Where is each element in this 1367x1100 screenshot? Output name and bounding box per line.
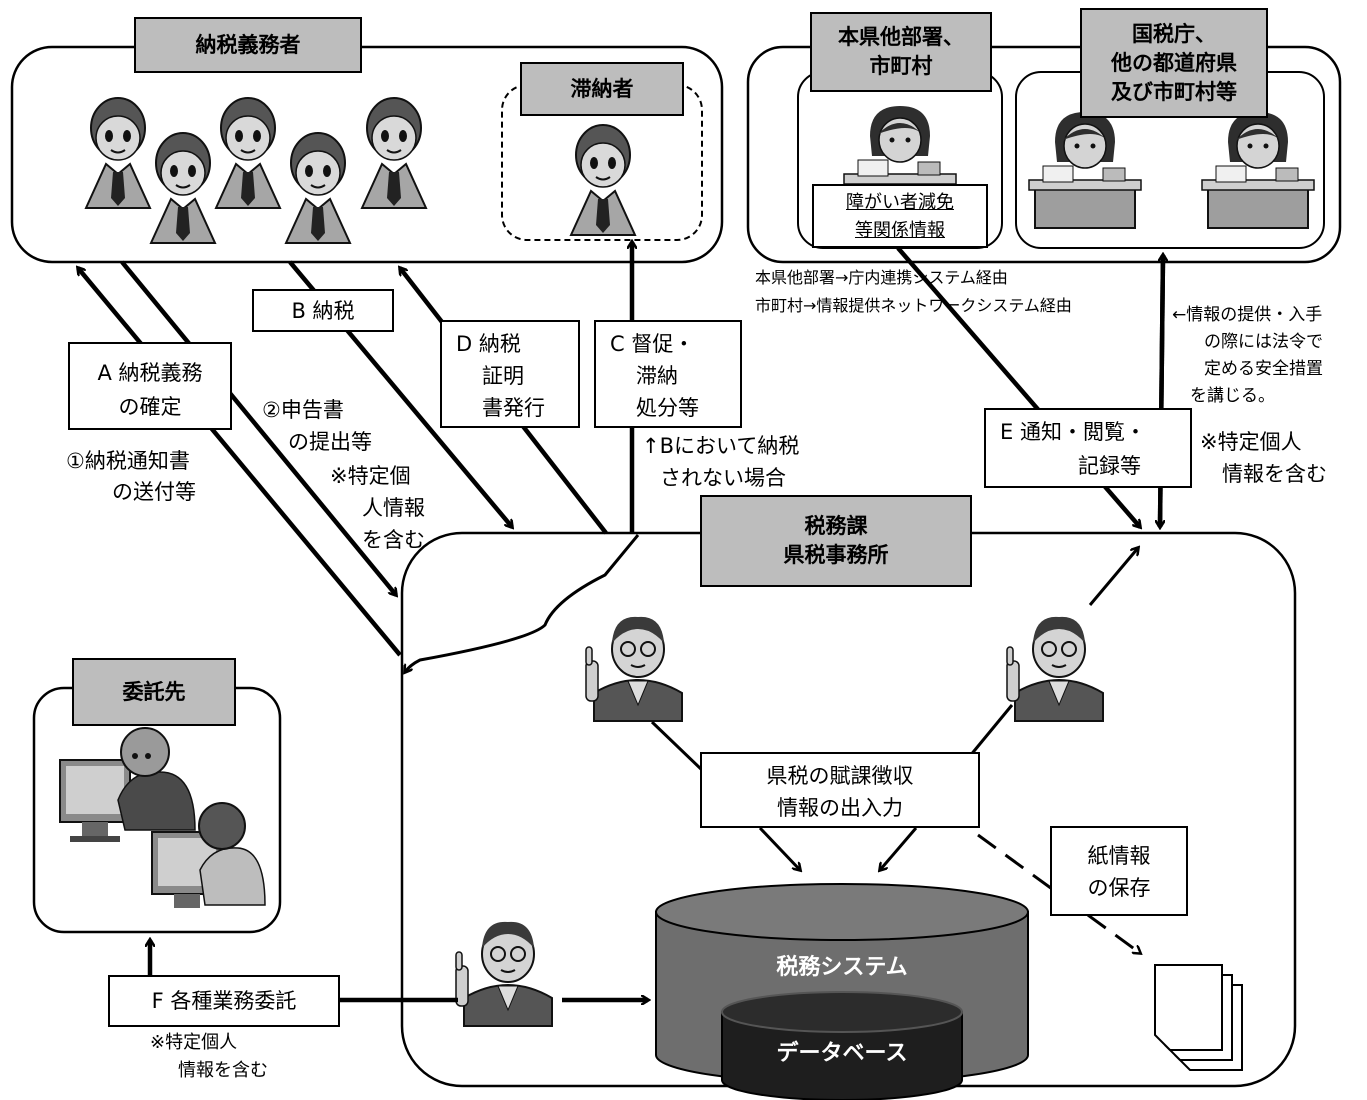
paper-documents-icon (1154, 964, 1243, 1071)
tax-system-label: 税務システム (776, 955, 908, 980)
delinquent-tag: 滞納者 (520, 62, 684, 116)
note-declare-line5: を含む (362, 528, 425, 552)
note-declare-line4: 人情報 (362, 496, 425, 520)
note-e-personal-line2: 情報を含む (1222, 462, 1327, 486)
note-declare-line1: ②申告書 (262, 398, 344, 422)
io-box: 県税の賦課徴収 情報の出入力 (700, 752, 980, 828)
taxpayers-tag: 納税義務者 (134, 17, 362, 73)
taxpayer-person-icon (285, 132, 351, 244)
note-notice-line1: ①納税通知書 (66, 449, 190, 473)
contractor-tag: 委託先 (72, 658, 236, 726)
note-safety-line2: の際には法令で (1204, 332, 1323, 352)
box-a-tax-determination: A 納税義務 の確定 (68, 342, 232, 430)
computer-worker-icon (59, 727, 196, 842)
tax-office-tag: 税務課県税事務所 (700, 495, 972, 587)
box-f-outsourcing: F 各種業務委託 (108, 975, 340, 1027)
box-d-certificate: D 納税 証明 書発行 (440, 320, 580, 428)
disability-info-box: 障がい者減免 等関係情報 (812, 184, 988, 248)
other-depts-tag: 本県他部署、市町村 (810, 12, 992, 92)
note-declare-line3: ※特定個 (330, 464, 411, 488)
taxpayer-person-icon (150, 132, 216, 244)
note-e-personal-line1: ※特定個人 (1200, 430, 1302, 454)
box-e-notification: E 通知・閲覧・ 記録等 (984, 408, 1192, 488)
clerk-icon (1201, 111, 1315, 229)
nta-tag: 国税庁、他の都道府県及び市町村等 (1080, 8, 1268, 118)
taxpayer-person-icon (215, 97, 281, 209)
computer-worker-icon (151, 802, 266, 908)
paper-storage-box: 紙情報 の保存 (1050, 826, 1188, 916)
delinquent-person-icon (570, 124, 636, 236)
note-route-line2: 市町村→情報提供ネットワークシステム経由 (755, 296, 1072, 315)
taxpayer-person-icon (85, 97, 151, 209)
taxpayer-person-icon (361, 97, 427, 209)
officer-icon (1006, 615, 1104, 722)
officer-icon (455, 920, 553, 1027)
clerk-icon (1028, 111, 1142, 229)
note-safety-line1: ←情報の提供・入手 (1172, 305, 1323, 325)
taxpayers-frame (10, 45, 724, 264)
box-c-dunning: C 督促・ 滞納 処分等 (594, 320, 742, 428)
note-safety-line4: を講じる。 (1190, 386, 1275, 406)
other-agencies-frame (746, 45, 1342, 264)
note-notice-line2: の送付等 (112, 480, 196, 504)
officer-icon (585, 615, 683, 722)
note-unpaid-line2: されない場合 (660, 466, 786, 490)
note-declare-line2: の提出等 (288, 430, 372, 454)
note-f-personal-line2: 情報を含む (178, 1060, 268, 1081)
note-route-line1: 本県他部署→庁内連携システム経由 (755, 268, 1008, 287)
note-safety-line3: 定める安全措置 (1204, 359, 1323, 379)
note-unpaid-line1: ↑Bにおいて納税 (642, 434, 800, 458)
database-label: データベース (776, 1041, 908, 1066)
database-cylinder (721, 991, 963, 1100)
box-b-payment: B 納税 (252, 289, 394, 332)
note-f-personal-line1: ※特定個人 (150, 1032, 238, 1053)
